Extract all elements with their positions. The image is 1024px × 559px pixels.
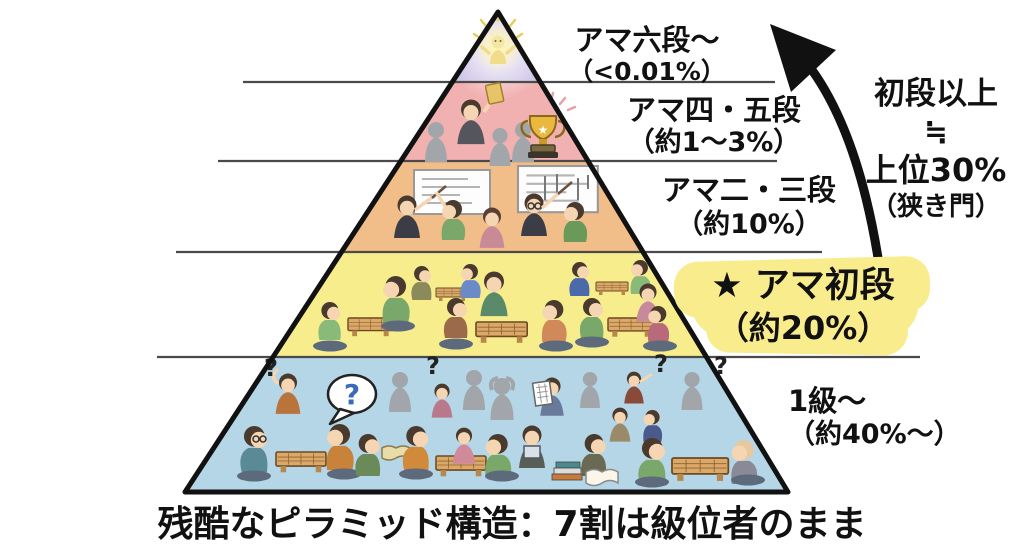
question-bubble: ?: [326, 373, 378, 426]
tier-3-share: （約10%）: [676, 209, 822, 240]
question-mark: ?: [426, 352, 440, 380]
tier-1-share: （<0.01%）: [568, 57, 726, 86]
tier-5-label: 1級〜 （約40%〜）: [788, 384, 1008, 451]
tier-2-label: アマ四・五段 （約1〜3%）: [600, 93, 828, 158]
tier-1-label: アマ六段〜 （<0.01%）: [548, 23, 746, 87]
question-mark: ?: [654, 350, 668, 378]
tier-5-rank: 1級〜: [788, 384, 867, 418]
tier-4-share: （約20%）: [716, 309, 890, 347]
tier-3-label: アマ二・三段 （約10%）: [630, 172, 868, 241]
tier-2-rank: アマ四・五段: [626, 93, 801, 127]
tier-4-rank: ★ アマ初段: [711, 266, 895, 306]
tier-2-share: （約1〜3%）: [627, 127, 801, 158]
glasses-icon: [527, 202, 542, 210]
pyramid-outline: [182, 9, 791, 495]
side-annotation-line3: 上位30%: [865, 151, 1007, 189]
tier-3-rank: アマ二・三段: [661, 173, 836, 207]
side-annotation-line2: ≒: [924, 115, 948, 148]
side-annotation-line1: 初段以上: [874, 76, 998, 112]
side-annotation-line4: （狭き門）: [870, 192, 1001, 222]
tier-3-figures: [394, 164, 599, 248]
bubble-question-mark: ?: [344, 378, 360, 411]
tier-4-label: ★ アマ初段 （約20%）: [668, 264, 938, 348]
shogi-diagram-sheet: [531, 380, 554, 407]
tier-1-rank: アマ六段〜: [574, 23, 720, 57]
side-annotation: 初段以上 ≒ 上位30% （狭き門）: [850, 74, 1022, 224]
trophy-star: ★: [538, 123, 549, 137]
book-stack: [551, 461, 583, 481]
winner-figure: [457, 82, 505, 145]
tier-5-share: （約40%〜）: [788, 419, 961, 450]
caption: 残酷なピラミッド構造：7割は級位者のまま: [157, 504, 867, 545]
glasses-icon: [252, 435, 267, 443]
